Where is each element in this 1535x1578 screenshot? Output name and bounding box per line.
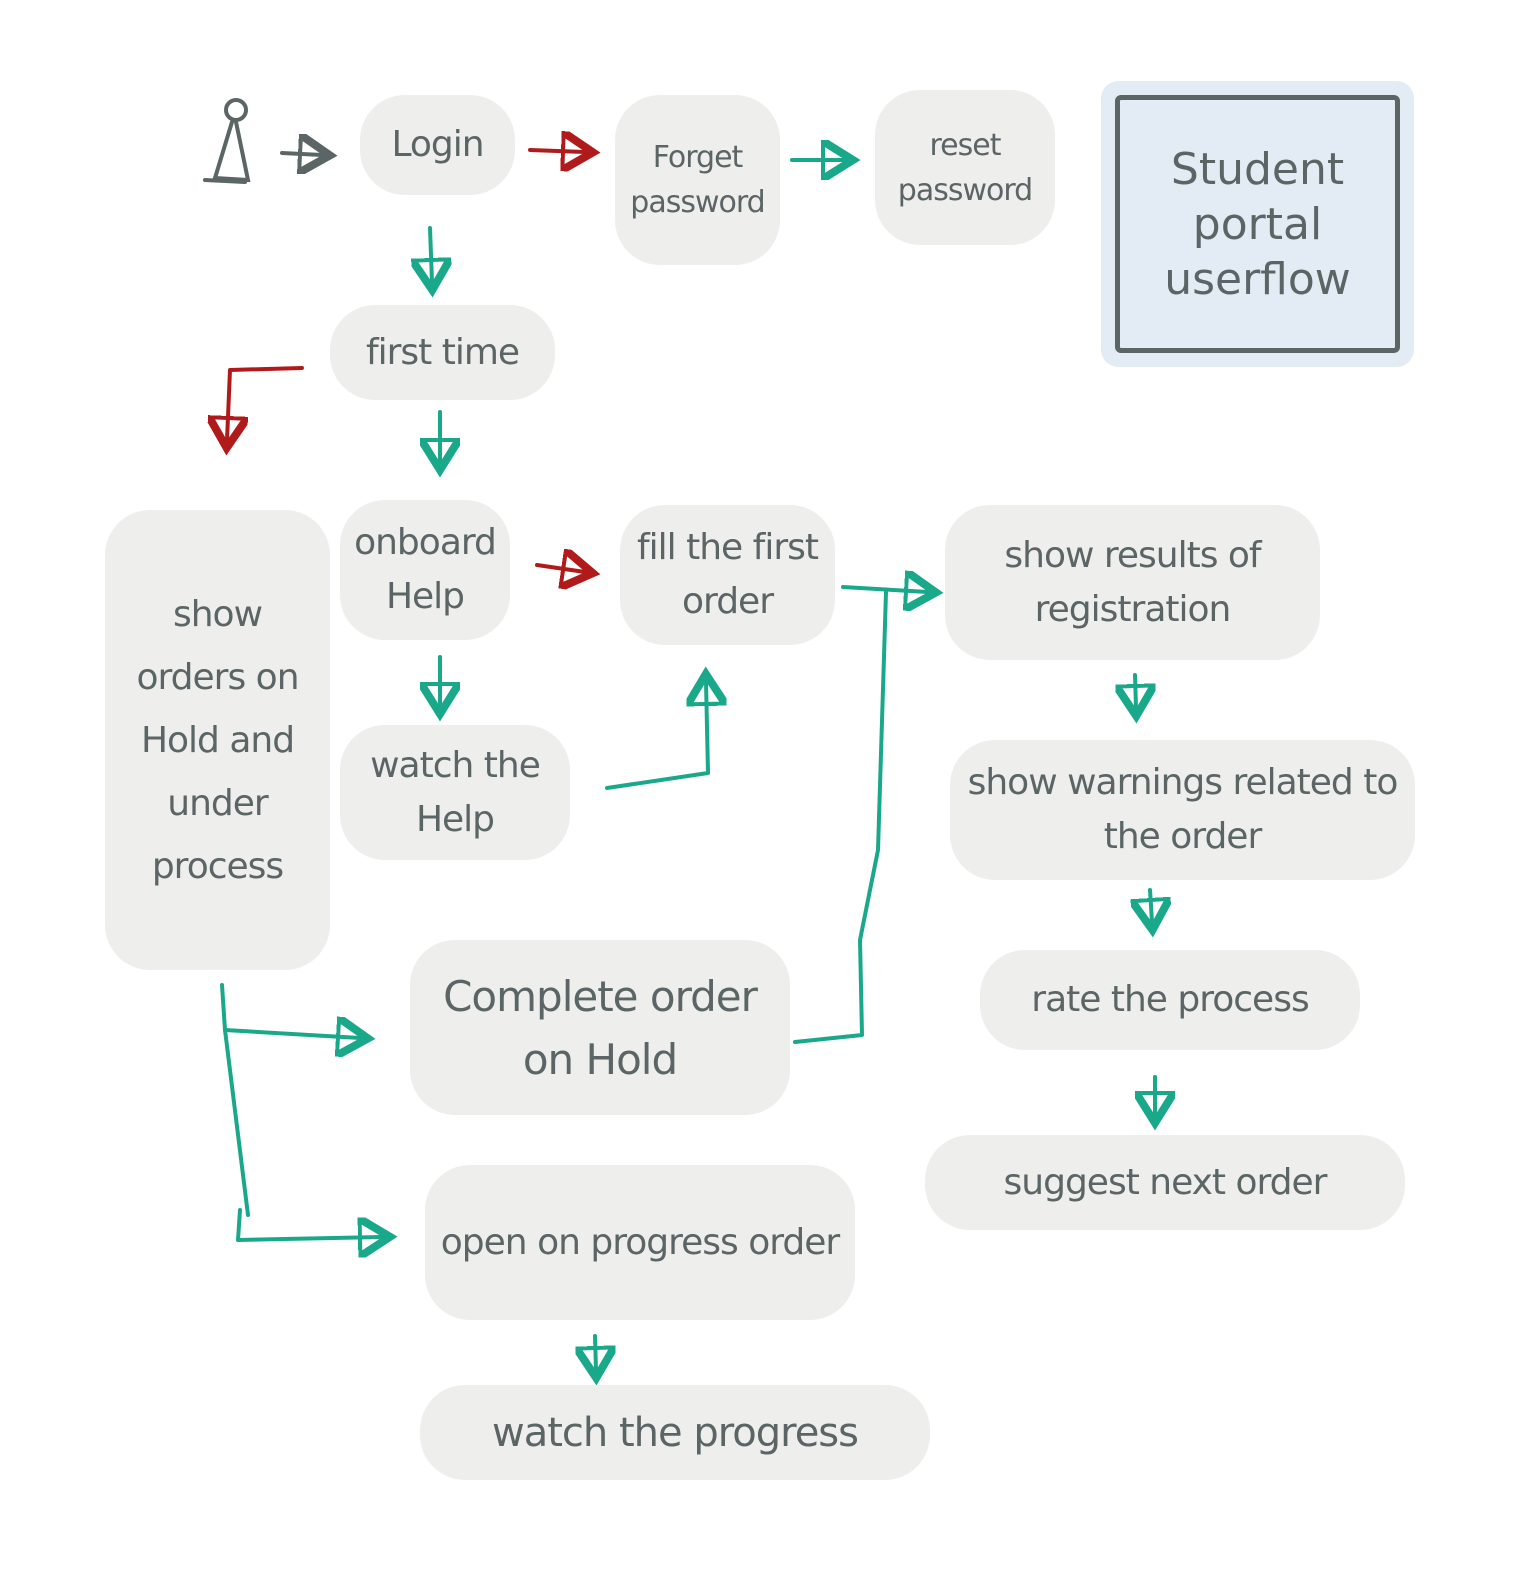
node-watch-progress: watch the progress bbox=[420, 1385, 930, 1480]
node-onboard-help: onboard Help bbox=[340, 500, 510, 640]
node-label: first time bbox=[365, 331, 520, 373]
arrow-onboard-fill bbox=[535, 565, 585, 572]
arrow-complete-results bbox=[793, 590, 888, 1044]
arrow-fill-results bbox=[841, 587, 928, 592]
arrow-firsttime-showorders bbox=[227, 366, 304, 440]
node-first-time: first time bbox=[330, 305, 555, 400]
diagram-title: Student portal userflow bbox=[1115, 95, 1400, 353]
node-label: show results of registration bbox=[1004, 534, 1261, 630]
node-forget-password: Forget password bbox=[615, 95, 780, 265]
node-label: show orders on Hold and under process bbox=[136, 593, 299, 887]
node-label: Login bbox=[391, 124, 484, 165]
arrow-login-forget bbox=[528, 150, 585, 152]
node-reset-password: reset password bbox=[875, 90, 1055, 245]
node-label: rate the process bbox=[1031, 979, 1309, 1020]
person-icon bbox=[203, 98, 251, 184]
node-fill-first-order: fill the first order bbox=[620, 505, 835, 645]
node-label: open on progress order bbox=[440, 1221, 840, 1263]
node-label: reset password bbox=[897, 127, 1033, 208]
node-label: Complete order on Hold bbox=[443, 971, 758, 1084]
node-show-orders: show orders on Hold and under process bbox=[105, 510, 330, 970]
node-complete-on-hold: Complete order on Hold bbox=[410, 940, 790, 1115]
node-label: show warnings related to the order bbox=[967, 762, 1399, 857]
arrow-actor-login bbox=[280, 153, 322, 155]
node-label: fill the first order bbox=[637, 527, 819, 622]
arrow-open-watchprogress bbox=[595, 1334, 596, 1370]
node-label: suggest next order bbox=[1003, 1161, 1328, 1203]
node-label: watch the Help bbox=[370, 744, 541, 840]
node-label: onboard Help bbox=[354, 522, 497, 617]
node-show-results: show results of registration bbox=[945, 505, 1320, 660]
arrow-warnings-rate bbox=[1150, 888, 1152, 922]
arrow-showorders-complete bbox=[220, 983, 360, 1038]
node-rate-process: rate the process bbox=[980, 950, 1360, 1050]
node-open-in-progress: open on progress order bbox=[425, 1165, 855, 1320]
node-suggest-next-order: suggest next order bbox=[925, 1135, 1405, 1230]
node-show-warnings: show warnings related to the order bbox=[950, 740, 1415, 880]
arrow-results-warnings bbox=[1135, 673, 1136, 708]
arrow-login-firsttime bbox=[430, 226, 432, 282]
arrow-watchhelp-fill bbox=[605, 682, 708, 790]
node-label: watch the progress bbox=[491, 1409, 859, 1456]
node-watch-help: watch the Help bbox=[340, 725, 570, 860]
node-label: Forget password bbox=[630, 140, 765, 220]
node-login: Login bbox=[360, 95, 515, 195]
arrow-showorders-open bbox=[223, 1028, 382, 1240]
